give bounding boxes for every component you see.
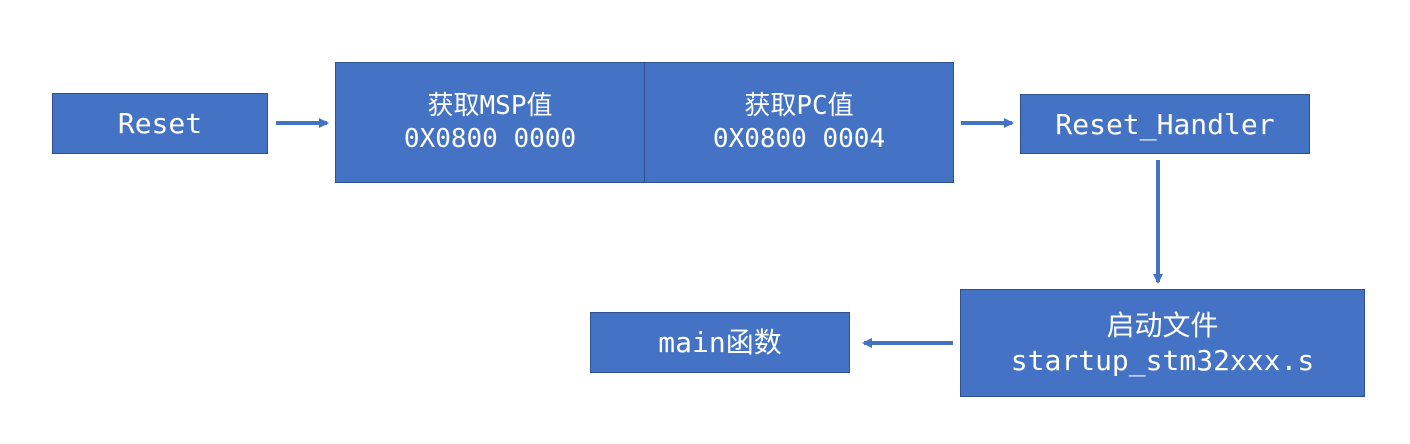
get-msp-node: 获取MSP值 0X0800 0000 — [335, 62, 645, 183]
main-function-label: main函数 — [658, 326, 782, 359]
reset-node: Reset — [52, 93, 268, 154]
reset-label: Reset — [117, 107, 203, 140]
msp-address: 0X0800 0000 — [403, 123, 577, 154]
get-pc-title: 获取PC值 — [744, 91, 854, 121]
get-pc-node: 获取PC值 0X0800 0004 — [644, 62, 954, 183]
main-function-node: main函数 — [590, 312, 850, 373]
startup-file-node: 启动文件 startup_stm32xxx.s — [960, 289, 1365, 397]
reset-handler-label: Reset_Handler — [1055, 107, 1275, 141]
startup-file-title: 启动文件 — [1106, 309, 1219, 342]
startup-file-name: startup_stm32xxx.s — [1010, 344, 1315, 377]
pc-address: 0X0800 0004 — [712, 123, 886, 154]
reset-handler-node: Reset_Handler — [1020, 94, 1310, 154]
get-msp-title: 获取MSP值 — [427, 91, 553, 121]
